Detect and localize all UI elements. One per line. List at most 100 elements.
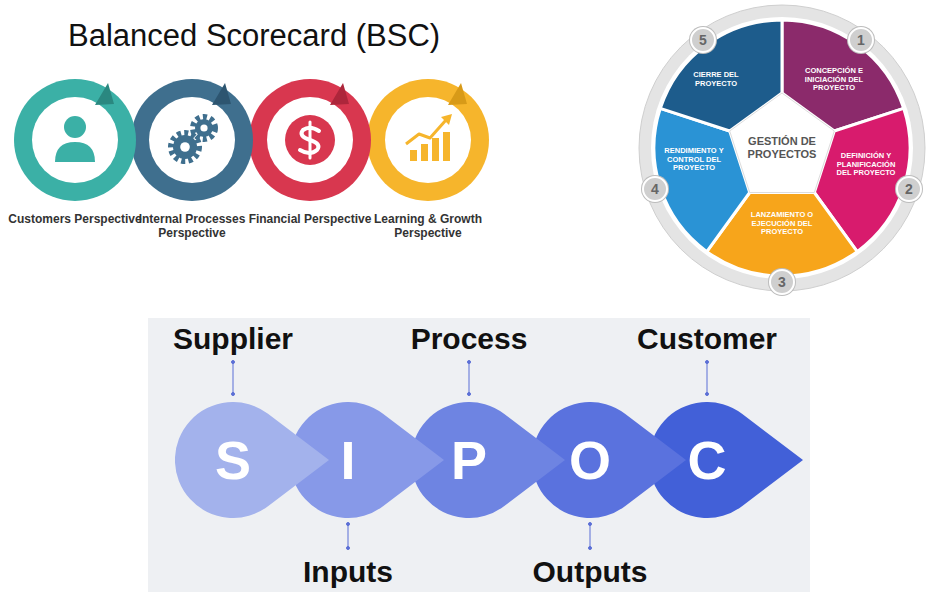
leader-line — [707, 362, 708, 394]
callout-number: 1 — [850, 29, 872, 51]
perspective-ring — [13, 78, 137, 202]
hub-node: GESTIÓN DE PROYECTOS — [745, 135, 819, 160]
callout-number: 4 — [644, 178, 666, 200]
leader-tick — [468, 361, 471, 364]
phase-segment: RENDIMIENTO Y CONTROL DEL PROYECTO — [663, 147, 725, 173]
perspective-circle: Internal Processes Perspective — [130, 78, 254, 240]
leader-tick — [706, 361, 709, 364]
sipoc-step-name: Outputs — [490, 555, 690, 589]
sipoc-drop: CCustomer — [649, 402, 803, 518]
gear-icon — [195, 119, 213, 137]
perspective-circle: Learning & Growth Perspective — [366, 78, 490, 240]
leader-line — [348, 524, 349, 548]
phase-segment: LANZAMIENTO O EJECUCIÓN DEL PROYECTO — [745, 211, 819, 237]
callout-number: 3 — [771, 271, 793, 293]
gear-icon — [200, 124, 207, 131]
phase-segment: CIERRE DEL PROYECTO — [685, 71, 747, 88]
phase-label: CIERRE DEL PROYECTO — [685, 71, 747, 88]
chart-icon — [432, 138, 439, 161]
sipoc-letter: S — [175, 402, 291, 518]
perspective-ring — [248, 78, 372, 202]
chart-icon — [421, 144, 428, 161]
leader-tick — [347, 547, 350, 550]
wheel-rim — [639, 5, 925, 291]
leader-tick — [468, 393, 471, 396]
sipoc-drop: SSupplier — [175, 402, 329, 518]
ring-inner — [267, 97, 353, 183]
sipoc-letter: P — [411, 402, 527, 518]
step-badge: 1 — [848, 27, 874, 53]
drop-shape — [175, 402, 329, 518]
ring-outer — [14, 79, 136, 201]
person-icon — [55, 142, 95, 162]
phase-label: CONCEPCIÓN E INICIACIÓN DEL PROYECTO — [801, 67, 867, 93]
sipoc-step-name: Customer — [607, 322, 807, 356]
sipoc-drop: PProcess — [411, 402, 565, 518]
phase-segment: DEFINICIÓN Y PLANIFICACIÓN DEL PROYECTO — [833, 152, 899, 178]
sipoc-step-name: Supplier — [133, 322, 333, 356]
sipoc-drop: IInputs — [290, 402, 444, 518]
ring-inner — [149, 97, 235, 183]
wheel-gap — [651, 17, 913, 279]
ring-outer — [131, 79, 253, 201]
perspective-ring — [366, 78, 490, 202]
leader-tick — [706, 393, 709, 396]
leader-tick — [232, 393, 235, 396]
sipoc-step-name: Process — [369, 322, 569, 356]
sipoc-panel — [148, 318, 810, 592]
step-badge: 4 — [642, 176, 668, 202]
phase-label: RENDIMIENTO Y CONTROL DEL PROYECTO — [663, 147, 725, 173]
leader-line — [590, 524, 591, 548]
callout-number: 2 — [898, 178, 920, 200]
hub-label: GESTIÓN DE PROYECTOS — [745, 135, 819, 160]
diagram-title: Balanced Scorecard (BSC) — [68, 18, 440, 54]
dollar-icon — [285, 115, 335, 165]
sipoc-drop: OOutputs — [532, 402, 686, 518]
leader-tick — [232, 361, 235, 364]
chart-icon — [410, 150, 417, 161]
drop-outline — [175, 402, 329, 518]
dollar-icon — [309, 122, 312, 158]
chart-icon — [443, 132, 450, 161]
person-icon — [64, 116, 86, 138]
leader-tick — [589, 523, 592, 526]
perspective-circle: Customers Perspective — [13, 78, 137, 226]
phase-label: DEFINICIÓN Y PLANIFICACIÓN DEL PROYECTO — [833, 152, 899, 178]
perspective-label: Internal Processes Perspective — [122, 212, 262, 240]
callout-number: 5 — [692, 29, 714, 51]
chart-icon — [441, 114, 452, 125]
ring-outer — [249, 79, 371, 201]
perspective-label: Financial Perspective — [240, 212, 380, 226]
ring-arrowhead — [330, 83, 349, 105]
perspective-circle: Financial Perspective — [248, 78, 372, 226]
gear-icon — [180, 142, 190, 152]
leader-line — [233, 362, 234, 394]
project-wheel — [639, 5, 925, 291]
phase-segment: CONCEPCIÓN E INICIACIÓN DEL PROYECTO — [801, 67, 867, 93]
perspective-label: Learning & Growth Perspective — [358, 212, 498, 240]
gear-icon — [193, 117, 215, 139]
ring-inner — [32, 97, 118, 183]
ring-inner — [385, 97, 471, 183]
sipoc-letter: O — [532, 402, 648, 518]
step-badge: 2 — [896, 176, 922, 202]
chart-icon — [406, 120, 446, 144]
gear-icon — [171, 133, 199, 161]
step-badge: 3 — [769, 269, 795, 295]
leader-tick — [347, 523, 350, 526]
ring-arrowhead — [448, 83, 467, 105]
ring-outer — [367, 79, 489, 201]
gear-icon — [173, 135, 197, 159]
sipoc-step-name: Inputs — [248, 555, 448, 589]
sipoc-letter: C — [649, 402, 765, 518]
perspective-label: Customers Perspective — [5, 212, 145, 226]
leader-line — [469, 362, 470, 394]
perspective-ring — [130, 78, 254, 202]
ring-arrowhead — [95, 83, 114, 105]
leader-tick — [589, 547, 592, 550]
ring-arrowhead — [212, 83, 231, 105]
phase-label: LANZAMIENTO O EJECUCIÓN DEL PROYECTO — [745, 211, 819, 237]
step-badge: 5 — [690, 27, 716, 53]
sipoc-letter: I — [290, 402, 406, 518]
